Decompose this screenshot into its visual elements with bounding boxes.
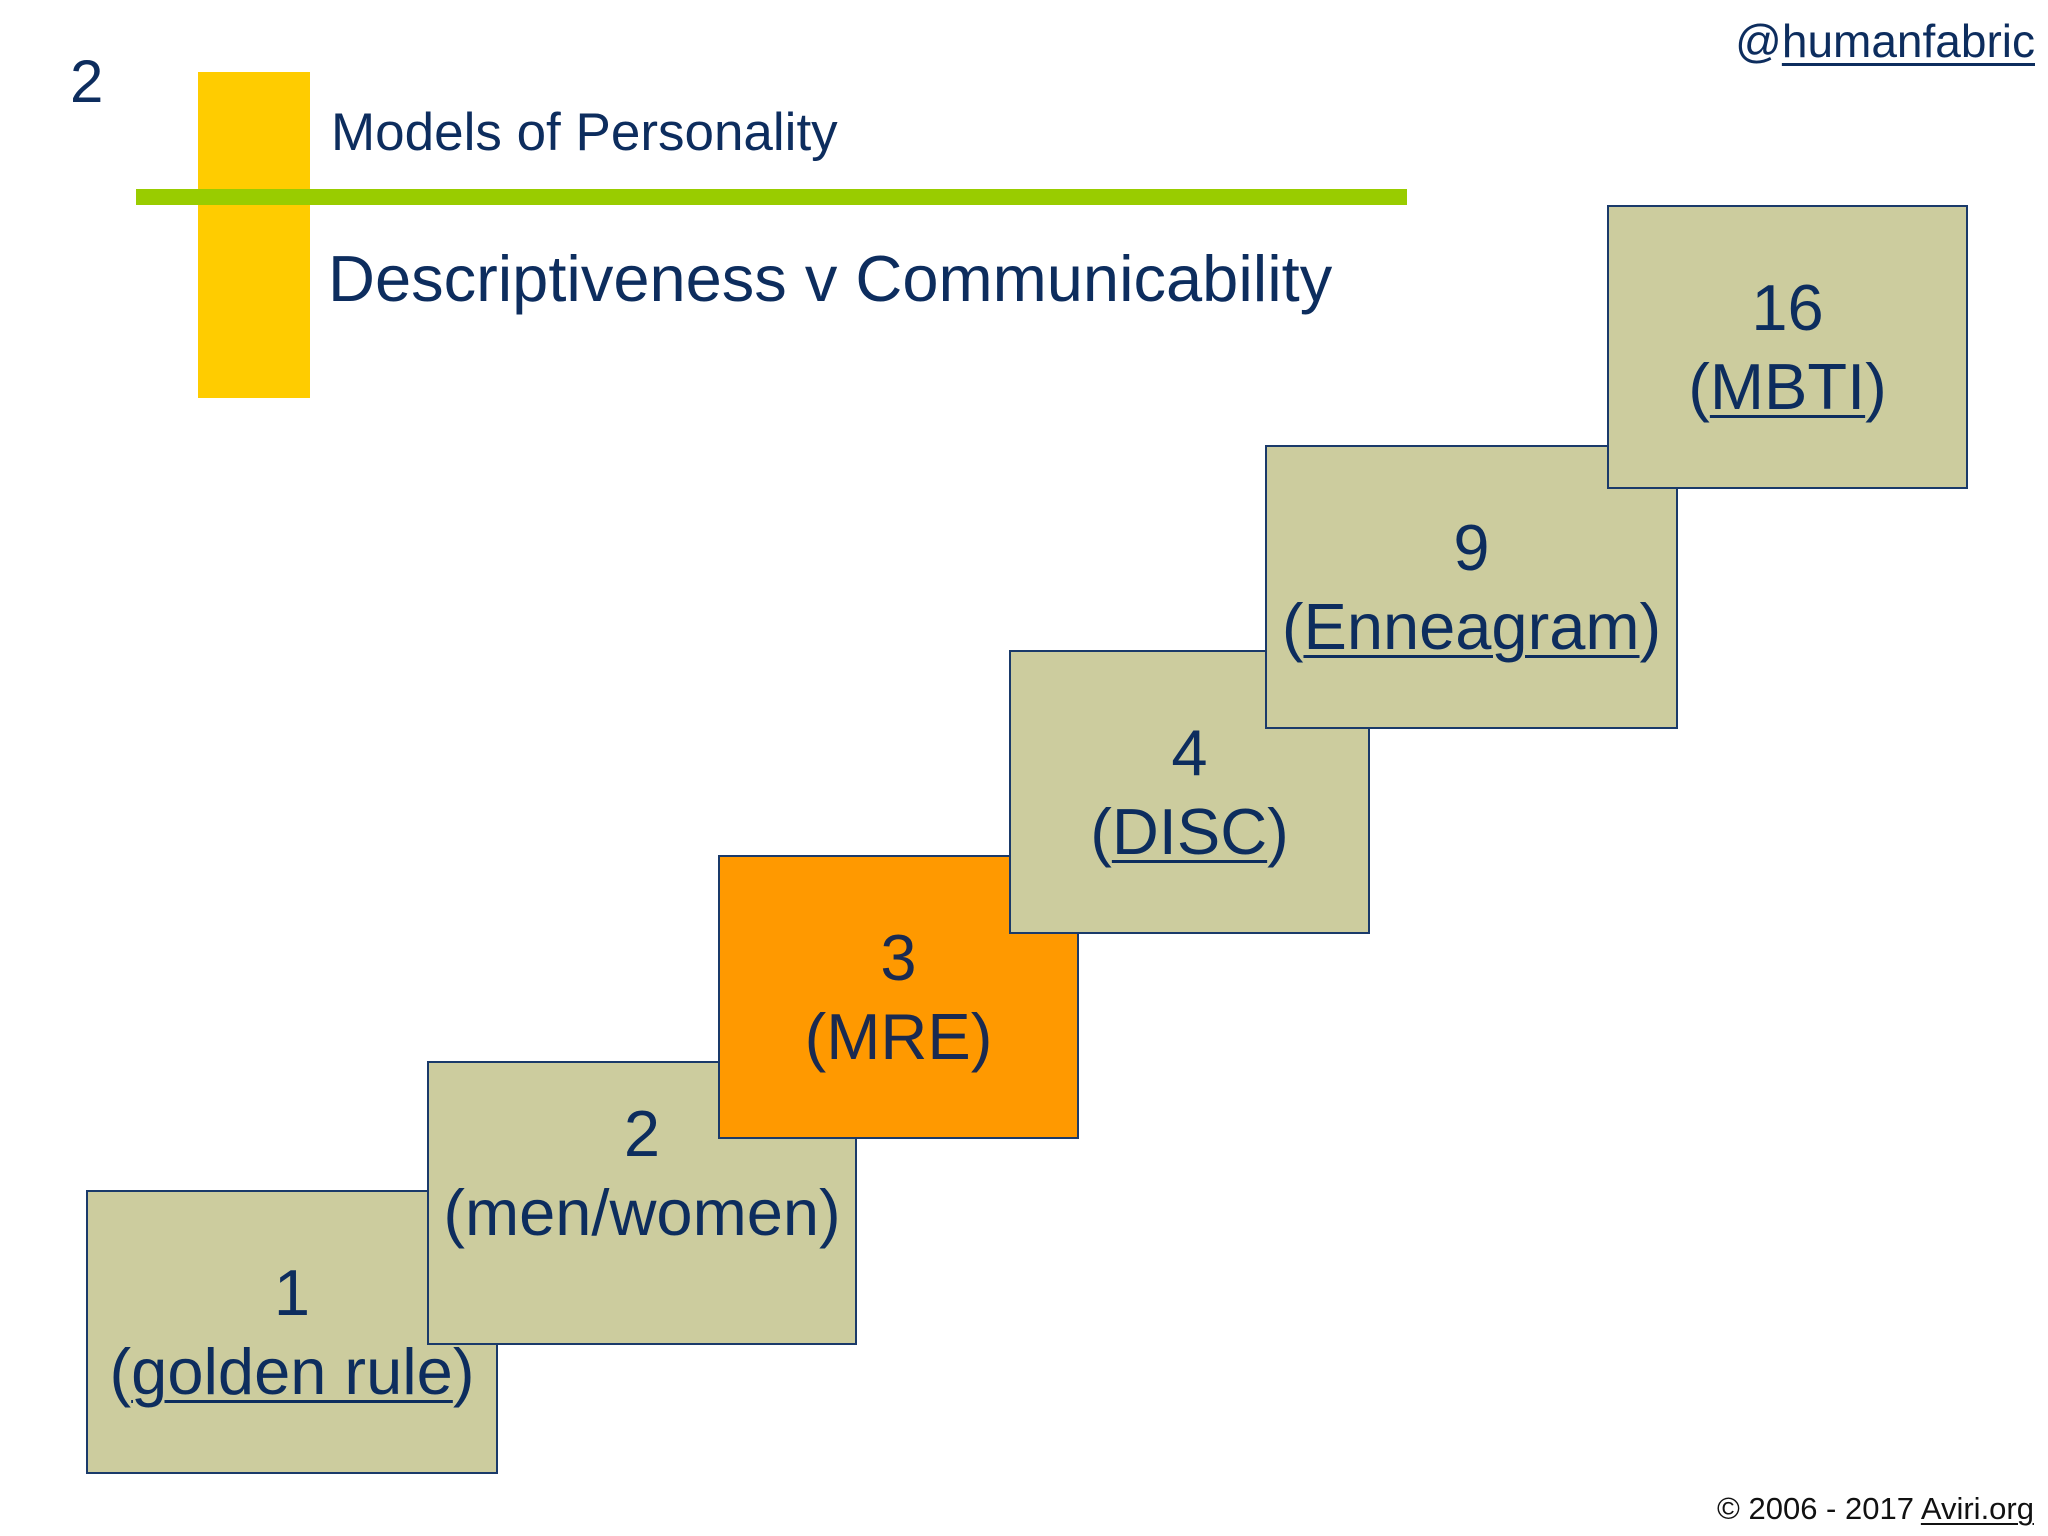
copyright-text: © 2006 - 2017 xyxy=(1717,1491,1921,1526)
step-label: (DISC) xyxy=(1090,795,1289,868)
step-count: 3 xyxy=(880,920,917,994)
disc-link[interactable]: DISC xyxy=(1111,795,1268,868)
step-box-men-women: 2 (men/women) xyxy=(427,1061,857,1345)
step-count: 1 xyxy=(273,1255,311,1329)
green-divider-line xyxy=(136,189,1407,205)
step-count: 16 xyxy=(1751,270,1824,344)
mbti-link[interactable]: MBTI xyxy=(1709,350,1866,423)
slide-title: Models of Personality xyxy=(331,103,838,162)
step-count: 9 xyxy=(1453,510,1490,584)
step-count: 2 xyxy=(623,1096,661,1170)
slide-subtitle: Descriptiveness v Communicability xyxy=(328,242,1333,315)
step-label: (MRE) xyxy=(804,1000,993,1073)
aviri-link[interactable]: Aviri.org xyxy=(1920,1491,2034,1526)
step-count: 4 xyxy=(1171,715,1208,789)
twitter-handle: @humanfabric xyxy=(1735,18,2035,64)
yellow-accent-bar xyxy=(198,72,310,398)
slide-number: 2 xyxy=(70,48,104,115)
golden-rule-link[interactable]: golden rule xyxy=(131,1335,453,1408)
handle-link[interactable]: humanfabric xyxy=(1781,15,2035,67)
step-label: (golden rule) xyxy=(109,1335,475,1408)
step-box-mbti: 16 (MBTI) xyxy=(1607,205,1968,489)
step-box-enneagram: 9 (Enneagram) xyxy=(1265,445,1678,729)
step-label: (men/women) xyxy=(443,1176,841,1249)
copyright-footer: © 2006 - 2017 Aviri.org xyxy=(1717,1493,2034,1524)
enneagram-link[interactable]: Enneagram xyxy=(1303,590,1640,663)
step-label: (MBTI) xyxy=(1688,350,1887,423)
handle-prefix: @ xyxy=(1735,15,1782,67)
step-label: (Enneagram) xyxy=(1281,590,1662,663)
